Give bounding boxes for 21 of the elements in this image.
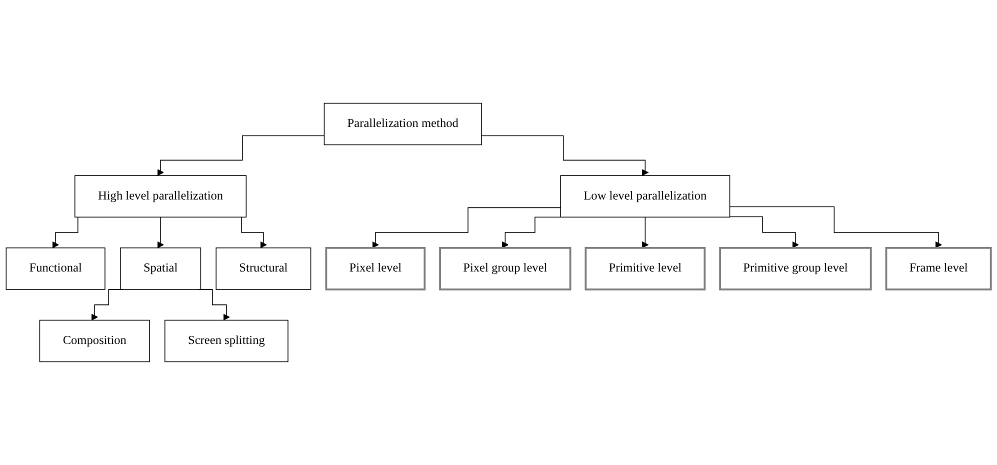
node-box: Functional [6, 248, 106, 290]
arrow [157, 135, 325, 176]
node-box: Low level parallelization [560, 175, 730, 218]
node-box: Spatial [120, 248, 202, 290]
node-box: Screen splitting [164, 320, 288, 362]
arrow [642, 216, 649, 248]
node-box: Primitive level [584, 246, 706, 290]
node-box: Composition [39, 320, 150, 362]
arrow [481, 135, 649, 176]
arrow [157, 216, 164, 248]
arrow [729, 216, 799, 248]
node-box: Primitive group level [719, 246, 872, 290]
node-box: Pixel level [325, 246, 426, 290]
arrow [198, 289, 230, 321]
arrow [372, 207, 561, 248]
node-box: Structural [216, 248, 312, 290]
arrow [729, 206, 942, 248]
node-box: High level parallelization [74, 175, 247, 218]
node-box: Pixel group level [439, 246, 572, 290]
node-box: Frame level [885, 246, 992, 290]
node-box: Parallelization method [324, 102, 482, 146]
